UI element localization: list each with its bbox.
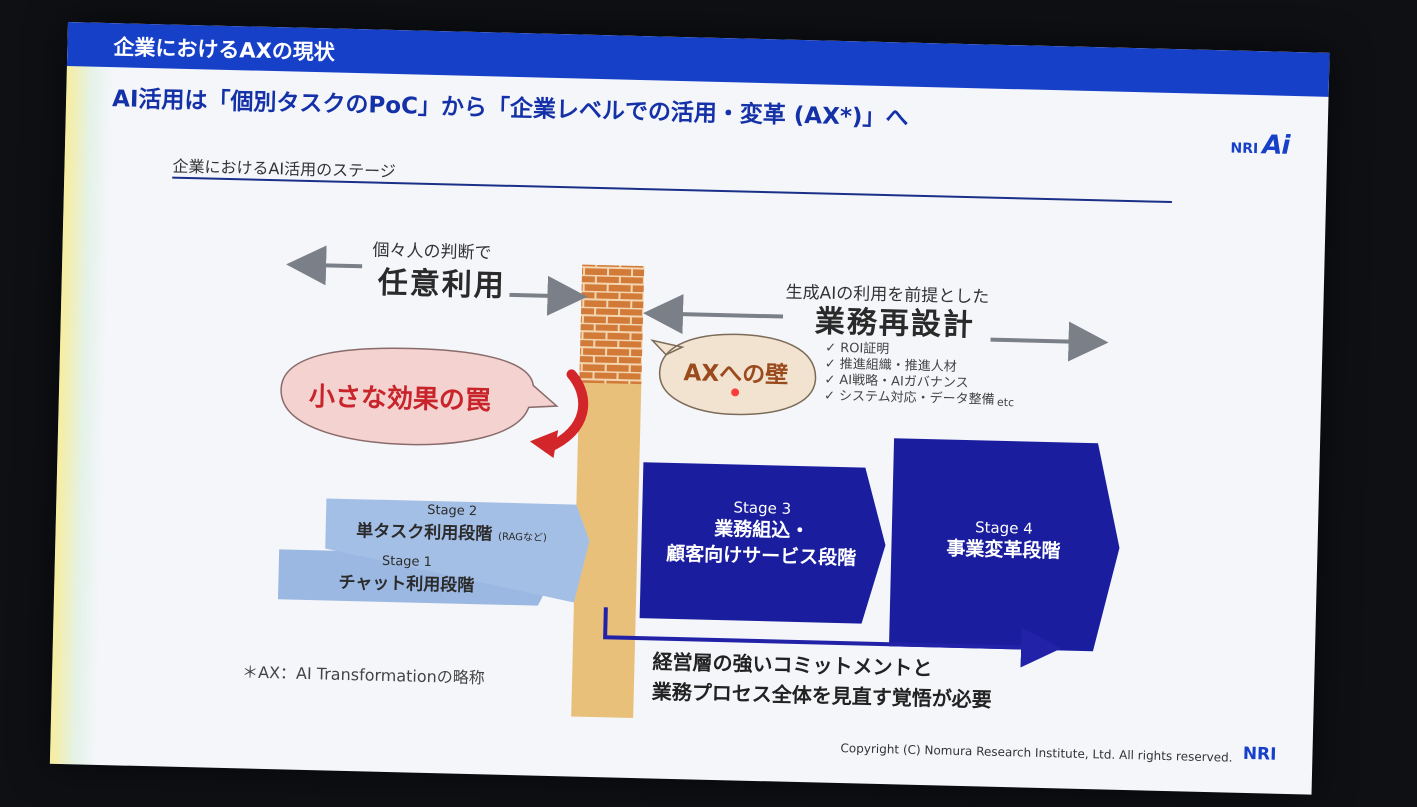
stage-3-label: Stage 3 業務組込・ 顧客向けサービス段階 [643,496,881,572]
red-curved-arrow [542,369,589,453]
check-icon: ✓ [824,356,836,372]
stage-4-shape [888,438,1120,652]
commitment-arrow [603,607,1061,668]
nri-logo-bottom: NRI [1242,743,1277,765]
check-icon: ✓ [825,340,837,356]
stage-4-name: 事業変革段階 [946,537,1061,563]
trap-bubble [280,347,559,446]
check-icon: ✓ [824,372,836,388]
stage-1-label: Stage 1 チャット利用段階 [286,552,527,598]
laser-pointer-dot [731,388,740,397]
arrow-left-to-wall [509,275,588,316]
stage-2-note: (RAGなど) [497,531,548,544]
left-big-text: 任意利用 [377,265,507,304]
requirements-checklist: ✓ROI証明 ✓推進組織・推進人材 ✓AI戦略・AIガバナンス ✓システム対応・… [824,341,996,409]
trap-bubble-text: 小さな効果の罠 [308,382,492,417]
right-big-text: 業務再設計 [814,304,976,344]
brick-top [579,264,645,385]
stage-4-label: Stage 4 事業変革段階 [893,516,1114,565]
slide: 企業におけるAXの現状 NRI Ai AI活用は「個別タスクのPoC」から「企業… [49,22,1330,795]
stage-3-shape [639,462,886,624]
diagram-graphics [277,245,1120,719]
arrow-right-outer [990,321,1109,362]
stage-2-shape [325,498,590,603]
stage-2-name: 単タスク利用段階 [356,521,493,545]
check-icon: ✓ [823,388,836,404]
wall-bubble [650,333,817,416]
arrow-right-to-wall [643,294,784,335]
red-arrow-head [529,430,559,458]
checklist-etc: etc [996,395,1015,410]
commitment-message: 経営層の強いコミットメントと 業務プロセス全体を見直す覚悟が必要 [651,646,992,714]
stage-2-label: Stage 2 単タスク利用段階 (RAGなど) [325,500,578,546]
wall-bubble-text: AXへの壁 [683,360,789,389]
arrow-left-outer [286,245,363,286]
